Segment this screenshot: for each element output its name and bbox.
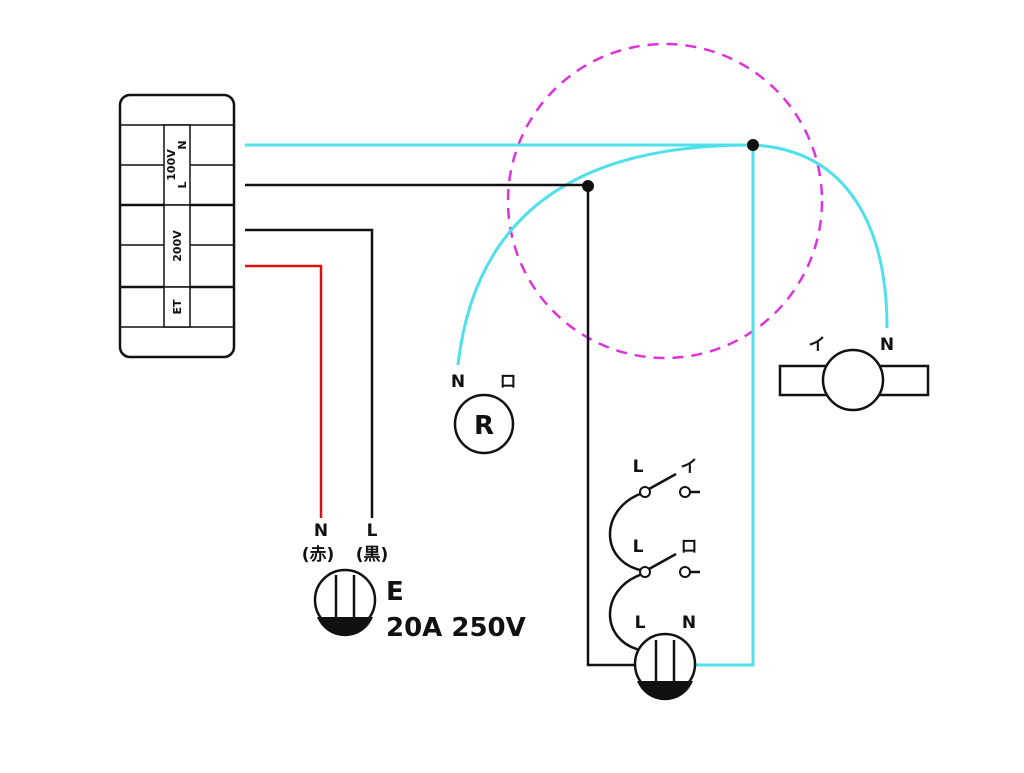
switch-ro-ro-label: ロ	[681, 537, 698, 557]
switch-i: L イ	[633, 457, 700, 498]
wires-cyan	[245, 143, 889, 667]
outlet-200v: N (赤) L (黒) E 20A 250V	[302, 521, 526, 643]
terminal-label-200v: 200V	[171, 230, 184, 262]
outlet-200v-n-color: (赤)	[302, 544, 335, 565]
junction-dot-cyan	[747, 139, 759, 151]
outlet-200v-earth-label: E	[386, 577, 404, 607]
outlet-100v-n-label: N	[682, 613, 696, 633]
switch-i-i-label: イ	[681, 457, 698, 477]
switch-i-l-label: L	[633, 457, 644, 477]
lamp-r-ro-label: ロ	[500, 372, 517, 392]
outlet-200v-rating: 20A 250V	[386, 613, 526, 643]
junction-dot-black	[582, 180, 594, 192]
terminal-label-l: L	[176, 181, 189, 188]
terminal-block: 100V N L 200V ET	[118, 93, 236, 359]
outlet-200v-n-label: N	[314, 521, 328, 541]
terminal-label-et: ET	[171, 299, 184, 315]
junction-box-dashed-circle	[506, 42, 824, 360]
lamp-symbol-r: R	[474, 411, 494, 441]
ceiling-lamp-n-label: N	[880, 335, 894, 355]
lamp-r-n-label: N	[451, 372, 465, 392]
ceiling-lamp-i-label: イ	[809, 335, 826, 355]
terminal-label-100v: 100V	[165, 149, 178, 181]
outlet-100v-l-label: L	[635, 613, 646, 633]
switch-ro: L ロ	[633, 537, 700, 578]
lamp-receptacle-r: R N ロ	[451, 372, 517, 455]
outlet-100v: L N	[633, 613, 697, 701]
ceiling-lamp: イ N	[778, 335, 930, 412]
wires-black	[245, 183, 638, 667]
outlet-200v-l-color: (黒)	[356, 545, 389, 565]
wires-crossover	[608, 492, 641, 652]
terminal-label-n: N	[176, 140, 189, 149]
switch-ro-l-label: L	[633, 537, 644, 557]
outlet-200v-l-label: L	[367, 521, 378, 541]
wire-red	[245, 264, 323, 518]
